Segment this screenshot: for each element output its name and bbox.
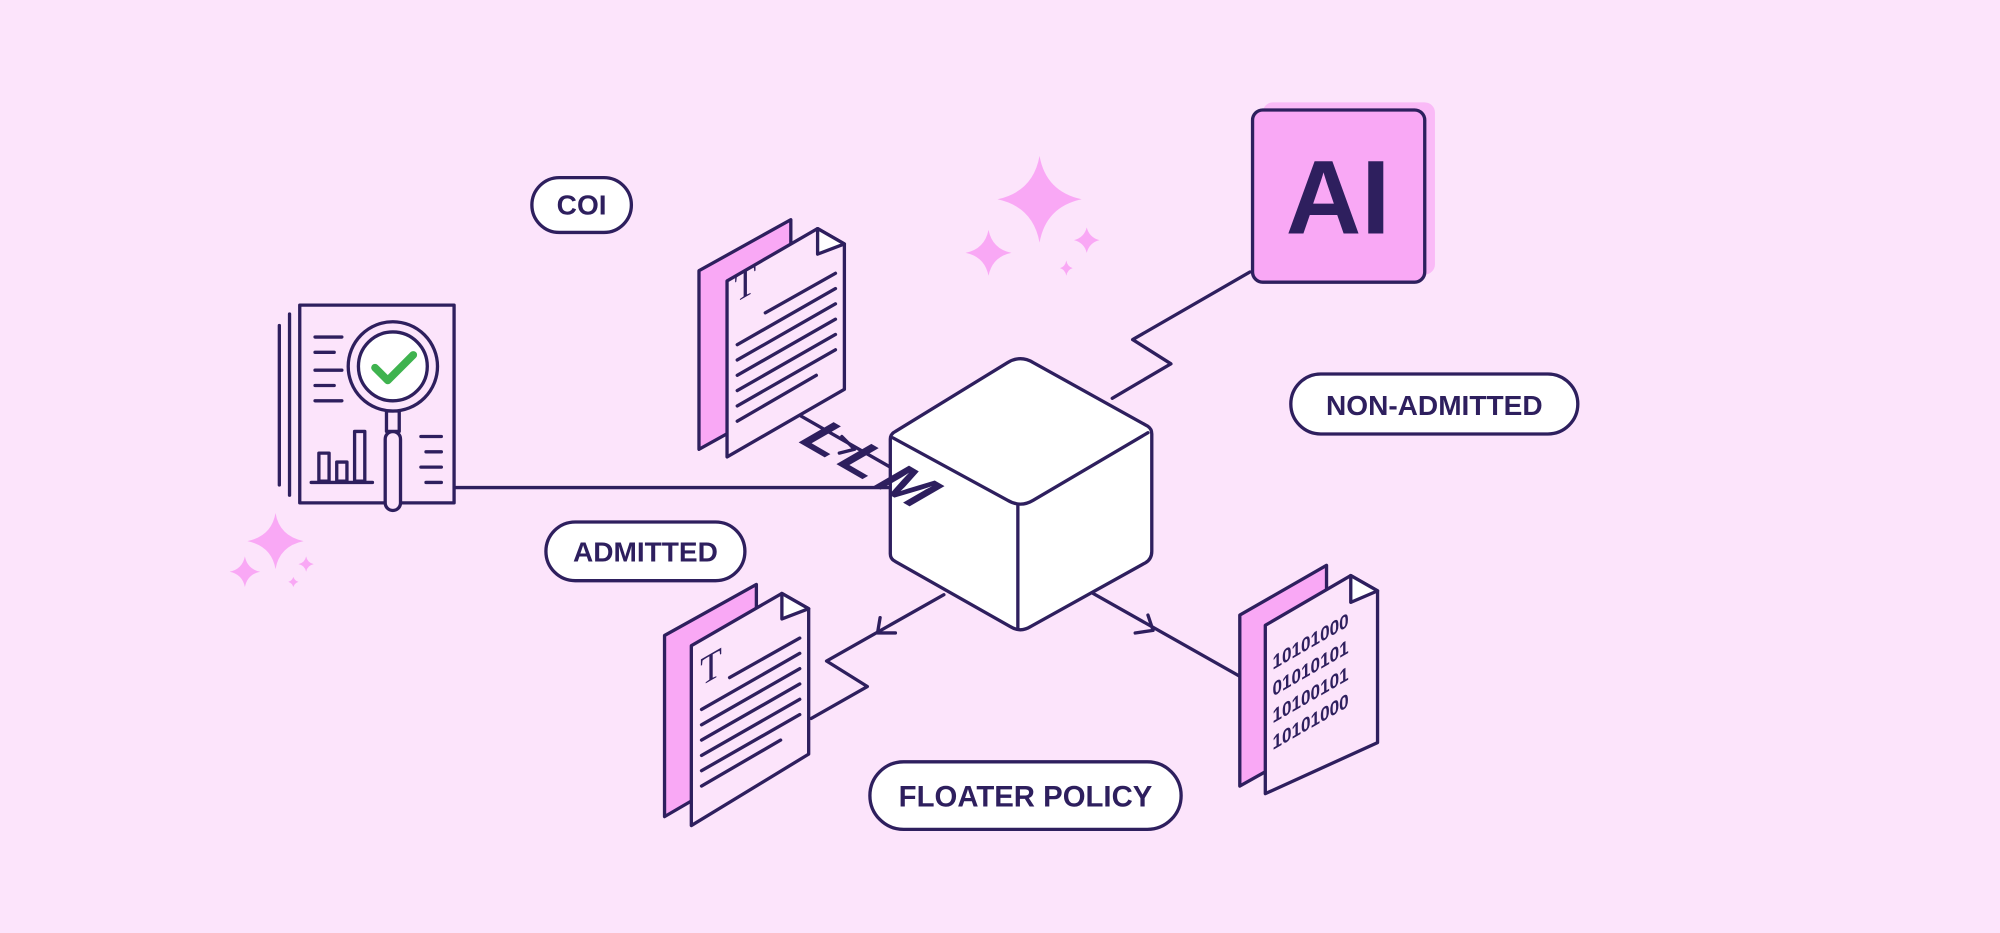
sparkle-icon xyxy=(965,229,1012,276)
sparkle-icon xyxy=(229,556,261,588)
doc-t-glyph: T xyxy=(700,638,722,696)
sparkle-icon xyxy=(288,576,299,588)
label-non-admitted: NON-ADMITTED xyxy=(1289,372,1580,436)
label-text: FLOATER POLICY xyxy=(899,780,1153,813)
arrow-icon xyxy=(875,615,898,635)
label-coi: COI xyxy=(530,175,634,235)
sparkles xyxy=(229,155,1100,588)
sparkle-icon xyxy=(247,513,304,570)
ai-label: AI xyxy=(1286,140,1391,257)
sparkle-icon xyxy=(1073,227,1100,253)
check-icon xyxy=(371,351,418,385)
report-document-icon xyxy=(277,303,456,513)
label-text: NON-ADMITTED xyxy=(1326,390,1543,421)
binary-document: 10101000 01010101 10100101 10101000 xyxy=(1238,563,1380,796)
arrow-icon xyxy=(837,434,857,455)
label-admitted: ADMITTED xyxy=(544,520,747,583)
sparkle-icon xyxy=(1059,260,1073,276)
text-document-top: T xyxy=(697,218,847,459)
label-text: COI xyxy=(557,190,607,221)
connector-llm-to-doc-bottom xyxy=(809,593,946,721)
doc-t-glyph: T xyxy=(735,255,757,313)
sparkle-icon xyxy=(997,155,1082,243)
connector-llm-to-binary xyxy=(1091,591,1242,678)
label-floater-policy: FLOATER POLICY xyxy=(868,760,1183,832)
ai-box: AI xyxy=(1250,102,1435,284)
connectors xyxy=(453,270,1252,721)
arrow-icon xyxy=(1133,613,1155,635)
sparkle-icon xyxy=(298,556,314,572)
text-document-bottom: T xyxy=(662,582,811,828)
connector-llm-to-ai xyxy=(1110,270,1252,400)
llm-cube: LLM xyxy=(784,357,1154,632)
label-text: ADMITTED xyxy=(573,537,718,568)
